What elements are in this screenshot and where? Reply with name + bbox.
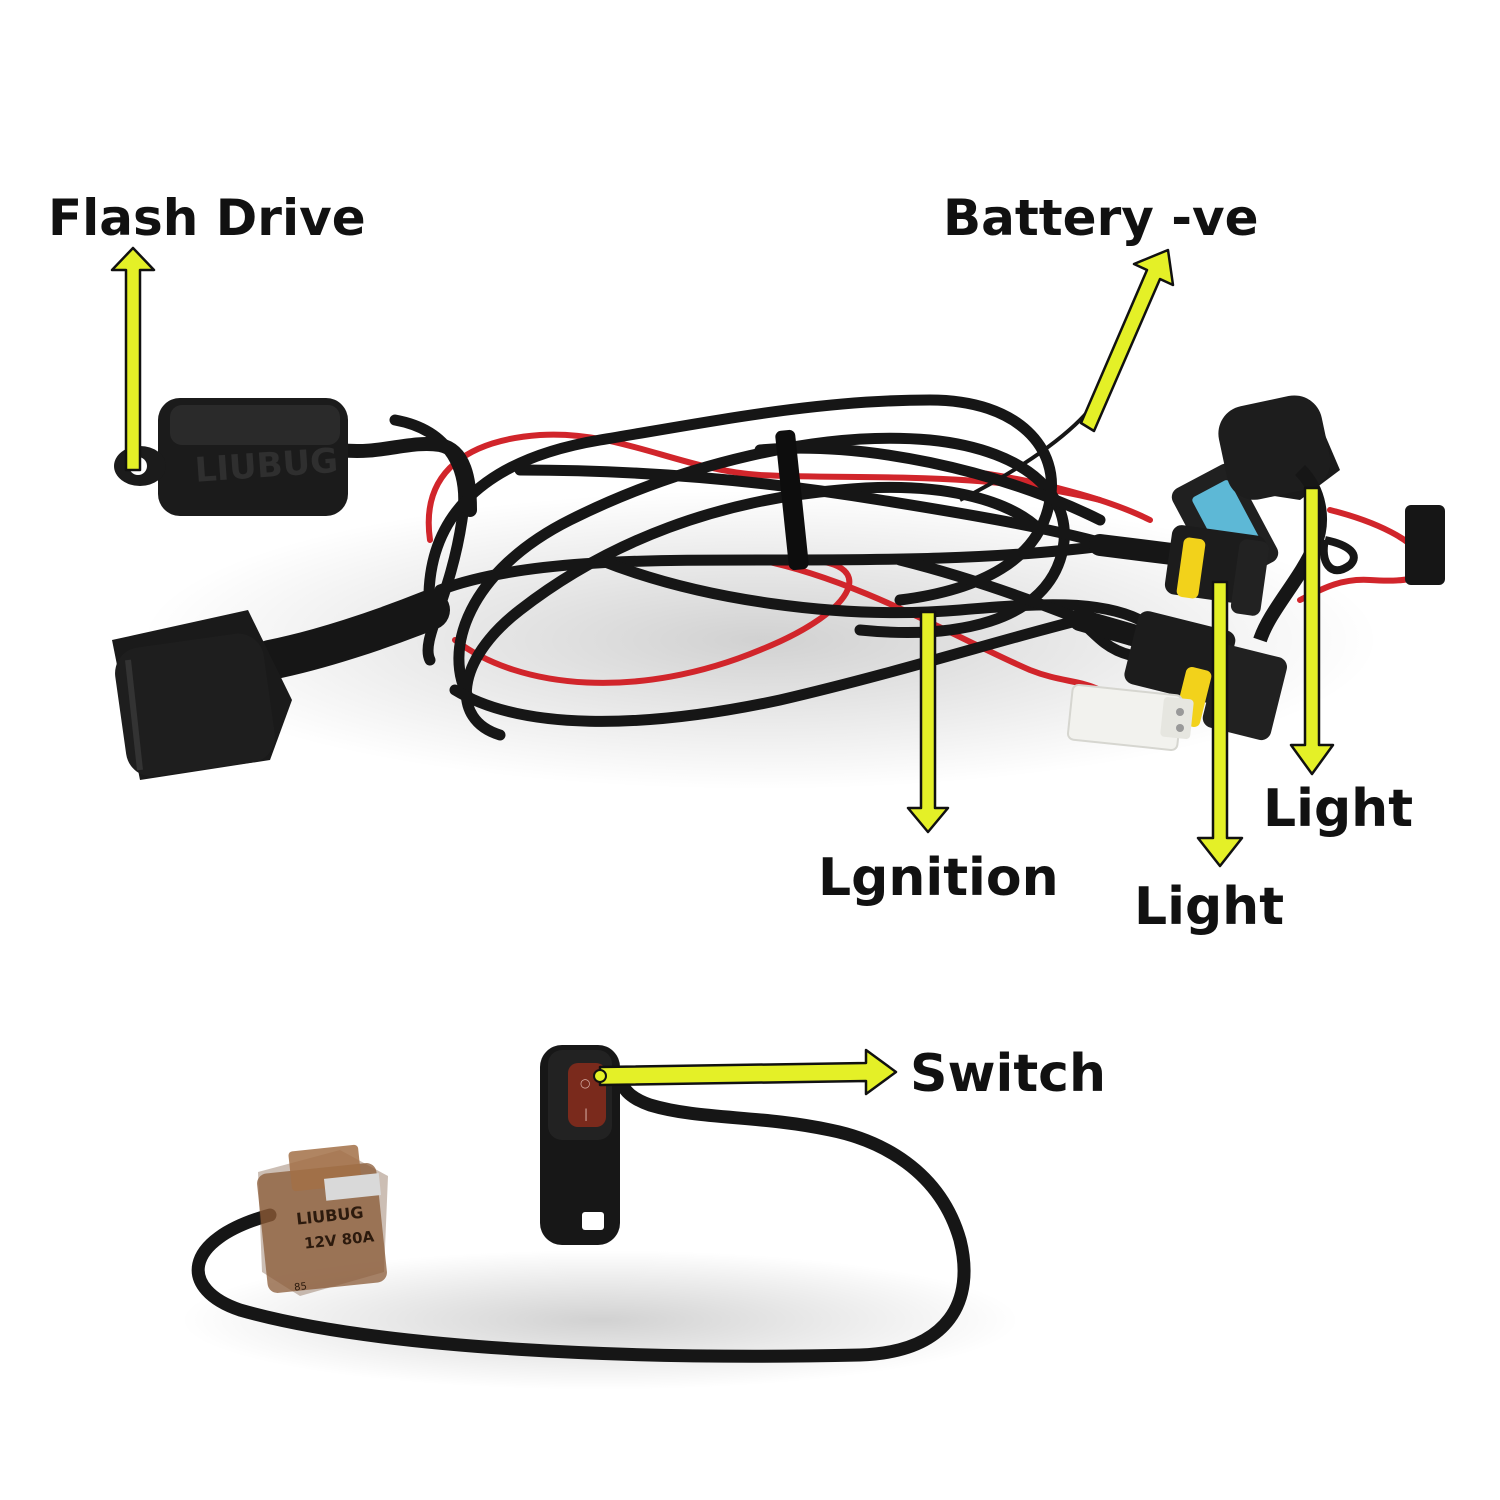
light-label-right: Light <box>1263 779 1414 839</box>
battery-label: Battery -ve <box>943 189 1259 247</box>
ignition-label: Lgnition <box>818 848 1059 908</box>
switch-label: Switch <box>910 1044 1107 1104</box>
light-connector-upper <box>1089 525 1269 616</box>
arrow-icon <box>1289 486 1335 776</box>
svg-text:|: | <box>584 1107 588 1121</box>
arrow-icon <box>598 1048 898 1096</box>
relay: LIUBUG 12V 80A 85 <box>257 1144 388 1296</box>
wiring-harness: LIUBUG <box>112 383 1445 790</box>
arrow-icon <box>1196 580 1244 868</box>
switch-relay-assembly: LIUBUG 12V 80A 85 ○ | <box>180 1045 1020 1390</box>
svg-text:○: ○ <box>580 1076 590 1090</box>
arrow-icon <box>1079 248 1175 433</box>
cable-tie <box>775 429 809 571</box>
flash-drive-module: LIUBUG <box>114 398 477 517</box>
arrow-icon <box>110 246 156 472</box>
main-connector <box>112 590 450 780</box>
relay-pin-label: 85 <box>294 1281 308 1293</box>
flash-drive-label: Flash Drive <box>48 189 366 247</box>
ignition-connector <box>1066 683 1194 752</box>
switch-cable <box>191 1075 971 1363</box>
light-label-left: Light <box>1134 877 1285 937</box>
flash-module-brand: LIUBUG <box>194 441 340 491</box>
arrow-icon <box>906 610 950 834</box>
